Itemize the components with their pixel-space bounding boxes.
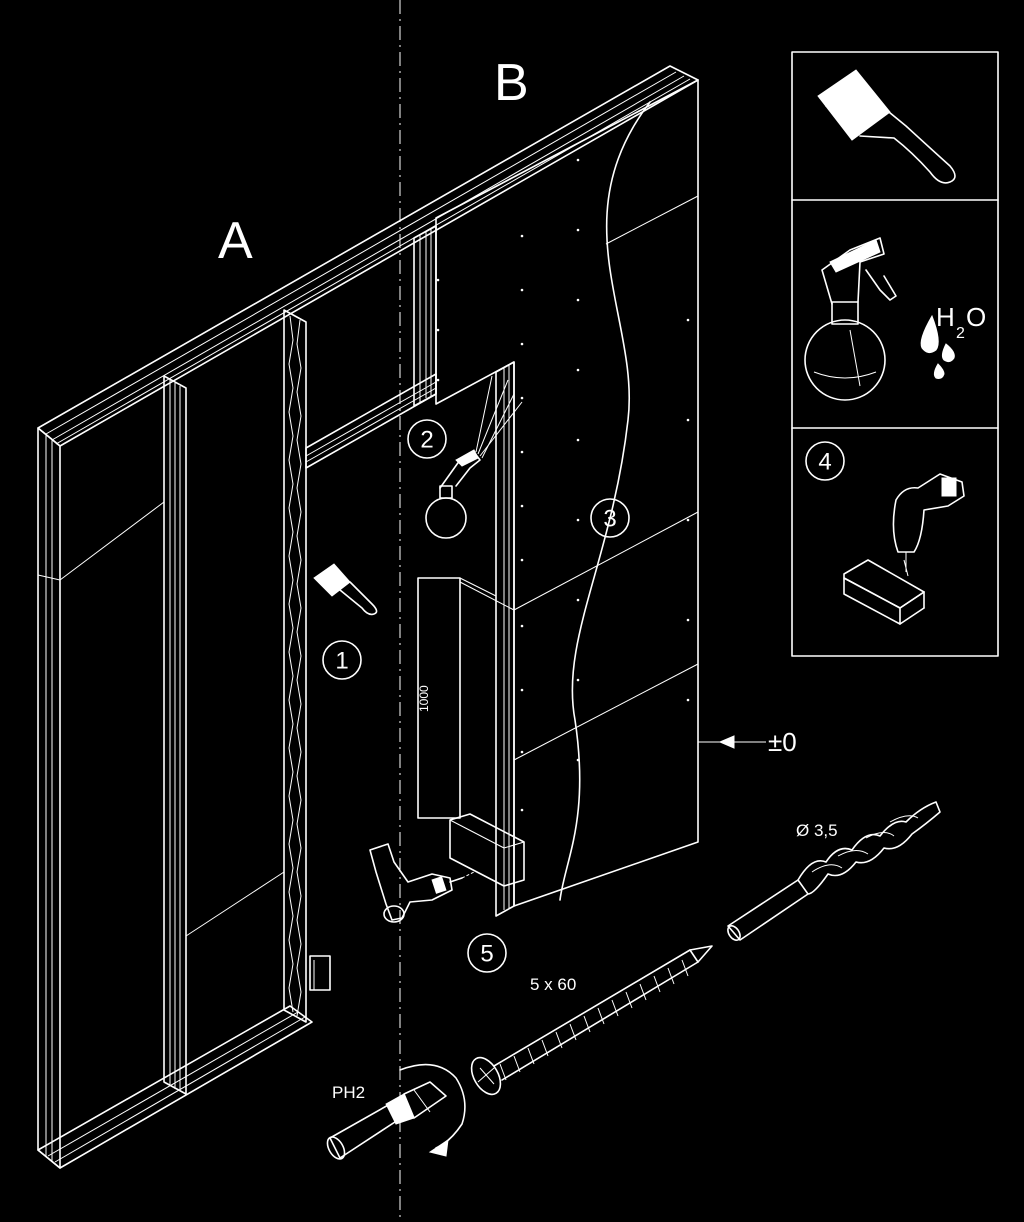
step-marker: 4 [805,441,845,481]
drill-icon [369,843,475,923]
brush-icon [313,563,378,616]
step-marker: 3 [590,498,630,538]
step-4-label: 4 [818,449,831,476]
wall-a-label: A [218,212,253,270]
level-mark-label: ±0 [768,727,797,757]
bit-type-label: PH2 [332,1083,365,1102]
spray-bottle-icon [425,375,523,539]
svg-text:O: O [966,302,986,332]
wall-a-frame [37,65,699,1169]
legend-brush-icon [817,69,956,184]
step-5-label: 5 [480,941,493,968]
screw-size-label: 5 x 60 [530,975,576,994]
legend-panel [791,51,999,657]
svg-text:H: H [936,302,955,332]
drill-bit-icon [727,801,941,941]
svg-text:2: 2 [956,325,965,342]
water-drops-icon [920,314,955,379]
water-formula-label: H 2 O [936,302,986,342]
legend-drill-icon [843,473,965,625]
step-1-label: 1 [335,648,348,675]
step-marker: 1 [322,640,362,680]
legend-spray-bottle-icon [804,237,897,401]
step-marker: 5 [467,933,507,973]
wall-b-panel [417,79,766,917]
drill-diameter-label: Ø 3,5 [796,821,838,840]
step-2-label: 2 [420,427,433,454]
step-3-label: 3 [603,506,616,533]
step-marker: 2 [407,419,447,459]
wall-b-label: B [494,54,529,112]
ph2-bit-icon [326,1063,466,1160]
screw-icon [470,945,713,1096]
height-dim-label: 1000 [417,685,431,712]
